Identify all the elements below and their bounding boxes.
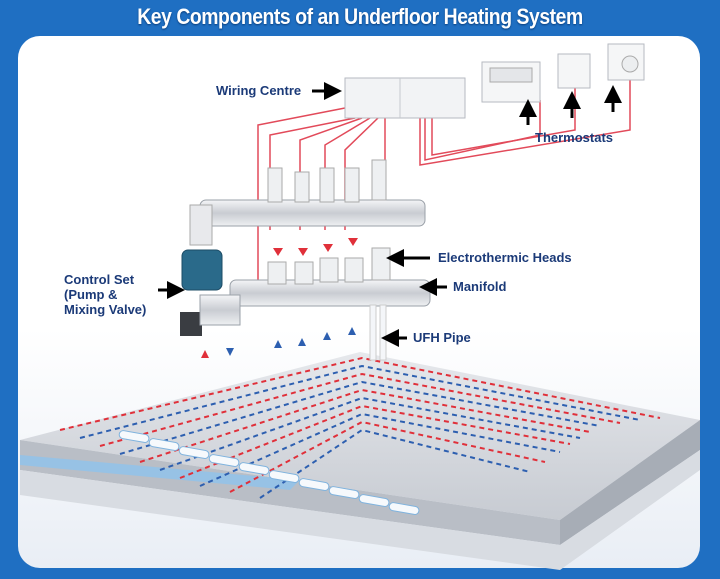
manifold xyxy=(199,159,431,361)
thermostat-dial xyxy=(607,43,645,81)
label-control-set-3: Mixing Valve) xyxy=(64,302,146,317)
diagram-title: Key Components of an Underfloor Heating … xyxy=(137,4,583,29)
label-electrothermic-heads: Electrothermic Heads xyxy=(438,250,572,265)
floor-slab xyxy=(20,352,700,570)
pipe-ends xyxy=(118,430,420,515)
control-set-pump xyxy=(180,204,241,336)
label-wiring-centre: Wiring Centre xyxy=(216,83,301,98)
thermostat-basic xyxy=(557,53,591,89)
label-control-set-2: (Pump & xyxy=(64,287,117,302)
label-thermostats: Thermostats xyxy=(535,130,613,145)
ufh-pipe-loops xyxy=(59,356,661,499)
label-ufh-pipe: UFH Pipe xyxy=(413,330,471,345)
return-arrows xyxy=(226,327,356,356)
label-manifold: Manifold xyxy=(453,279,506,294)
thermostat-programmable xyxy=(481,61,541,103)
flow-arrows xyxy=(201,238,358,358)
label-control-set-1: Control Set xyxy=(64,272,135,287)
pointer-arrows xyxy=(158,82,622,347)
wiring-centre-box xyxy=(344,77,466,119)
